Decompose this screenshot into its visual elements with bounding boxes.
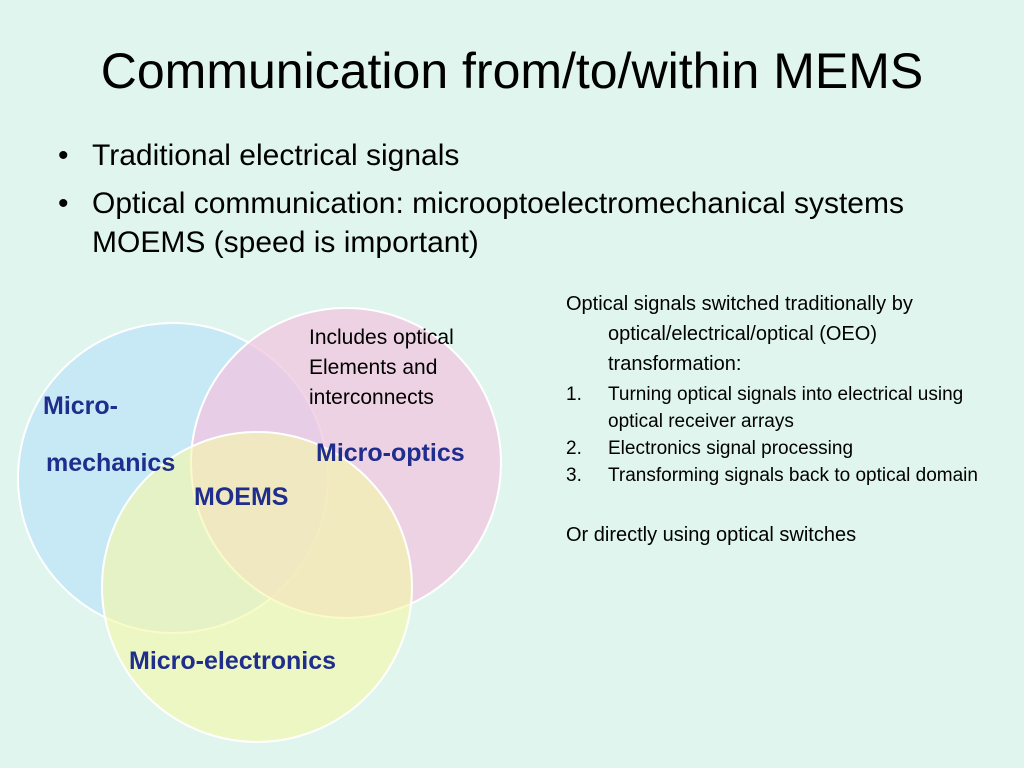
step-text: Electronics signal processing xyxy=(608,438,854,459)
step-list: 1. Turning optical signals into electric… xyxy=(566,381,996,489)
label-mechanics-line1: Micro- xyxy=(43,392,118,420)
bullet-item: • Traditional electrical signals xyxy=(58,136,978,175)
bullet-text: Traditional electrical signals xyxy=(92,139,460,172)
bullet-marker: • xyxy=(58,139,69,172)
side-outro: Or directly using optical switches xyxy=(566,524,857,546)
side-intro: Optical signals switched traditionally b… xyxy=(566,293,913,375)
bullet-item: • Optical communication: microoptoelectr… xyxy=(58,184,978,262)
note-line: interconnects xyxy=(309,386,434,409)
step-item: 2. Electronics signal processing xyxy=(566,435,996,462)
step-number: 2. xyxy=(566,438,582,459)
step-item: 1. Turning optical signals into electric… xyxy=(566,381,996,435)
side-panel: Optical signals switched traditionally b… xyxy=(566,289,996,550)
note-line: Includes optical xyxy=(309,326,454,349)
label-optics: Micro-optics xyxy=(316,439,465,467)
note-line: Elements and xyxy=(309,356,438,379)
step-item: 3. Transforming signals back to optical … xyxy=(566,462,996,489)
bullet-marker: • xyxy=(58,187,69,220)
slide-title: Communication from/to/within MEMS xyxy=(100,43,924,99)
bullet-text: Optical communication: microoptoelectrom… xyxy=(92,187,904,259)
label-center-moems: MOEMS xyxy=(194,483,289,511)
step-number: 3. xyxy=(566,465,582,486)
bullet-list: • Traditional electrical signals • Optic… xyxy=(58,136,978,271)
label-electronics: Micro-electronics xyxy=(129,647,337,675)
label-mechanics-line2: mechanics xyxy=(46,449,176,477)
step-text: Transforming signals back to optical dom… xyxy=(608,465,978,486)
venn-circle-electronics xyxy=(101,431,413,743)
step-text: Turning optical signals into electrical … xyxy=(608,384,964,432)
step-number: 1. xyxy=(566,384,582,405)
